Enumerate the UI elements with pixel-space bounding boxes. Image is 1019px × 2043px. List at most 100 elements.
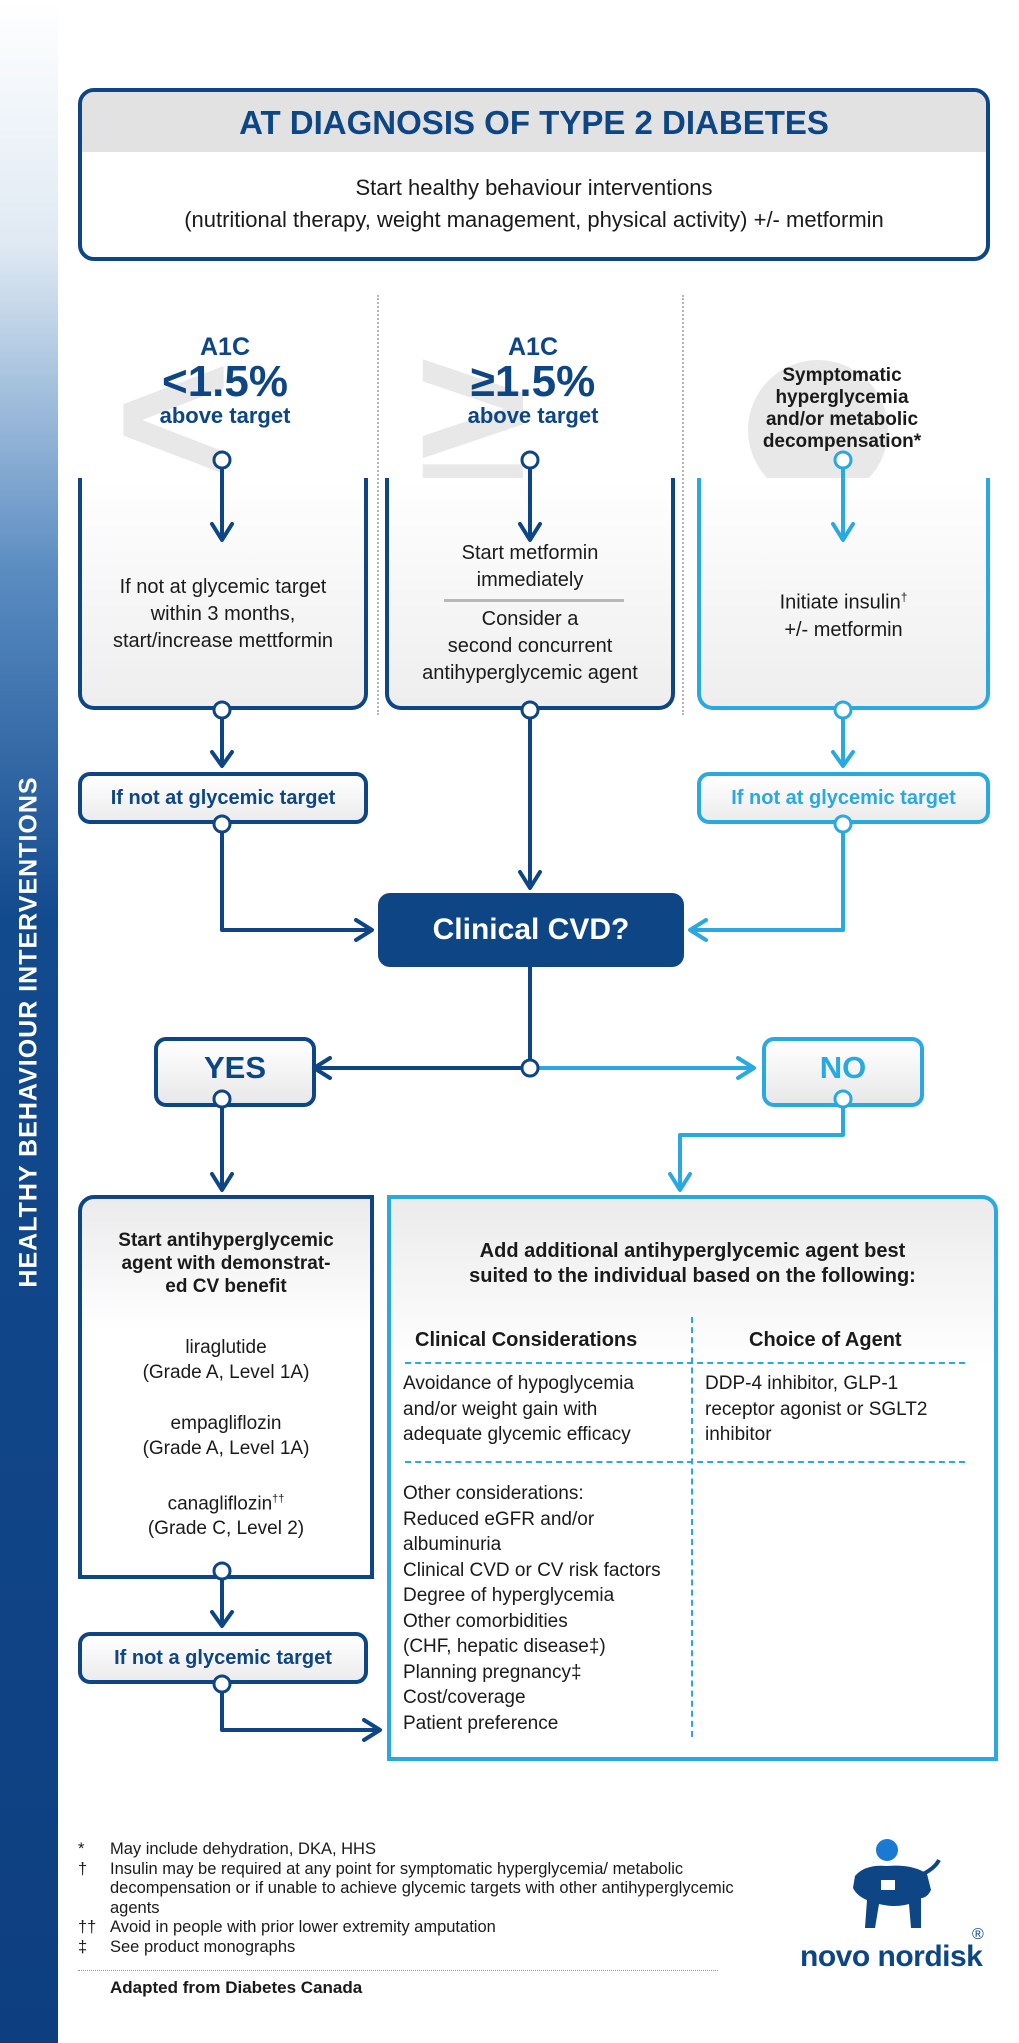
agent-line: inhibitor (705, 1424, 772, 1445)
column-1-value: <1.5% (162, 357, 288, 406)
footnote-text: May include dehydration, DKA, HHS (110, 1840, 376, 1858)
diagnosis-body: Start healthy behaviour interventions (n… (82, 172, 986, 236)
consideration-line: Cost/coverage (403, 1687, 526, 1708)
footnote: †† Avoid in people with prior lower extr… (78, 1918, 758, 1938)
consideration-line: adequate glycemic efficacy (403, 1424, 631, 1445)
diagnosis-title: AT DIAGNOSIS OF TYPE 2 DIABETES (239, 104, 829, 141)
column-2-text-line: antihyperglycemic agent (422, 662, 638, 684)
column-2-text-line: Start metformin (461, 542, 599, 564)
consideration-line: Degree of hyperglycemia (403, 1585, 615, 1606)
adapted-credit: Adapted from Diabetes Canada (110, 1978, 363, 1997)
consideration-line: Other comorbidities (403, 1610, 568, 1632)
connector-node (212, 450, 232, 470)
connector-node (520, 700, 540, 720)
connector-node (520, 450, 540, 470)
column-3-head-line: decompensation* (762, 431, 922, 452)
choice-of-agent-header: Choice of Agent (749, 1329, 902, 1351)
consideration-line: Patient preference (403, 1712, 559, 1734)
diagnosis-title-bar (82, 92, 986, 152)
agent-line: receptor agonist or SGLT2 (705, 1398, 928, 1420)
footnote-symbol: † (78, 1859, 88, 1878)
footnote-symbol: †† (78, 1918, 97, 1936)
logo-text: novo nordisk (800, 1940, 983, 1973)
row-dashed-rule (405, 1461, 965, 1463)
footnote-divider (78, 1970, 718, 1971)
connector-node (212, 814, 232, 834)
column-1-text-line: start/increase mettformin (112, 630, 334, 652)
connector-node (212, 1561, 232, 1581)
column-separator-2 (682, 295, 684, 715)
column-2-text-top: Start metformin immediately (389, 540, 671, 594)
footnote: * May include dehydration, DKA, HHS (78, 1840, 758, 1860)
yes-panel-head-line: agent with demonstrat- (121, 1253, 331, 1274)
row-1-consideration: Avoidance of hypoglycemia and/or weight … (403, 1371, 683, 1448)
footnote-symbol: ‡ (78, 1937, 88, 1956)
diagnosis-box: AT DIAGNOSIS OF TYPE 2 DIABETES Start he… (78, 88, 990, 261)
bottom-pill-to-no-panel (220, 1682, 378, 1732)
column-2-text-line: Consider a (481, 608, 579, 630)
yes-panel-head-line: Start antihyperglycemic (118, 1230, 334, 1251)
diagnosis-line-1: Start healthy behaviour interventions (355, 175, 713, 200)
yes-panel-head-line: ed CV benefit (165, 1276, 287, 1297)
column-2-value: ≥1.5% (470, 357, 596, 406)
connector-node (833, 1089, 853, 1109)
column-3-head-line: Symptomatic (782, 365, 902, 386)
drug-item: liraglutide (Grade A, Level 1A) (82, 1335, 370, 1385)
no-panel-head-line: Add additional antihyperglycemic agent b… (479, 1240, 906, 1262)
drug-name: canagliflozin (167, 1493, 273, 1515)
column-dashed-rule (691, 1317, 693, 1737)
agent-line: DDP-4 inhibitor, GLP-1 (705, 1373, 899, 1394)
drug-item: empagliflozin (Grade A, Level 1A) (82, 1411, 370, 1461)
consideration-line: Other considerations: (403, 1483, 584, 1504)
column-separator-1 (377, 295, 379, 715)
apis-bull-logo-icon (853, 1839, 941, 1928)
column-2-divider (444, 599, 624, 602)
decorative-circle (748, 360, 888, 500)
column-1-text-line: If not at glycemic target (119, 576, 327, 598)
drug-item: canagliflozin†† (Grade C, Level 2) (82, 1487, 370, 1541)
consideration-line: and/or weight gain with (403, 1398, 598, 1420)
sidebar-band: HEALTHY BEHAVIOUR INTERVENTIONS (0, 0, 58, 2043)
connector-node (833, 814, 853, 834)
double-dagger-mark: †† (272, 1493, 285, 1505)
footnote: ‡ See product monographs (78, 1938, 758, 1958)
column-3-head-line: hyperglycemia (775, 387, 909, 408)
consideration-line: albuminuria (403, 1534, 502, 1555)
drug-grade: (Grade A, Level 1A) (142, 1362, 310, 1383)
connector-node (212, 1674, 232, 1694)
consideration-line: Planning pregnancy‡ (403, 1661, 582, 1683)
consideration-line: Clinical CVD or CV risk factors (403, 1559, 661, 1581)
drug-grade: (Grade A, Level 1A) (142, 1438, 310, 1459)
header-dashed-rule (405, 1362, 965, 1364)
clinical-cvd-box: Clinical CVD? (378, 893, 684, 967)
drug-name: liraglutide (185, 1337, 267, 1358)
row-1-agent: DDP-4 inhibitor, GLP-1 receptor agonist … (705, 1371, 975, 1448)
consideration-line: Avoidance of hypoglycemia (403, 1373, 634, 1394)
connector-node (520, 1058, 540, 1078)
diagnosis-line-2: (nutritional therapy, weight management,… (184, 207, 884, 232)
footnote-text: Insulin may be required at any point for… (110, 1859, 734, 1917)
clinical-considerations-header: Clinical Considerations (415, 1329, 638, 1351)
connector-node (212, 700, 232, 720)
column-2-text: Consider a second concurrent antihypergl… (389, 606, 671, 687)
footnote-text: Avoid in people with prior lower extremi… (110, 1918, 496, 1936)
footnote-text: See product monographs (110, 1937, 296, 1956)
column-3-text-line: +/- metformin (784, 618, 903, 641)
column-3-text-line: Initiate insulin (779, 591, 901, 614)
yes-panel-head: Start antihyperglycemic agent with demon… (82, 1229, 370, 1298)
column-1-label: A1C (199, 333, 250, 361)
footnote: † Insulin may be required at any point f… (78, 1860, 758, 1919)
column-2-sub: above target (467, 403, 599, 428)
column-2-text-line: immediately (476, 569, 584, 591)
no-panel-head-line: suited to the individual based on the fo… (469, 1265, 916, 1287)
column-1-head: A1C <1.5% above target (100, 334, 350, 428)
column-1-sub: above target (159, 403, 291, 428)
footnotes: * May include dehydration, DKA, HHS † In… (78, 1840, 758, 1957)
yes-box: YES (154, 1037, 316, 1107)
consideration-line: (CHF, hepatic disease‡) (403, 1636, 606, 1657)
connector-node (212, 1089, 232, 1109)
left-pill-to-cvd (220, 822, 370, 932)
column-3-text: Initiate insulin† +/- metformin (701, 584, 986, 644)
row-2-considerations: Other considerations: Reduced eGFR and/o… (403, 1481, 688, 1736)
drug-grade: (Grade C, Level 2) (147, 1518, 305, 1540)
